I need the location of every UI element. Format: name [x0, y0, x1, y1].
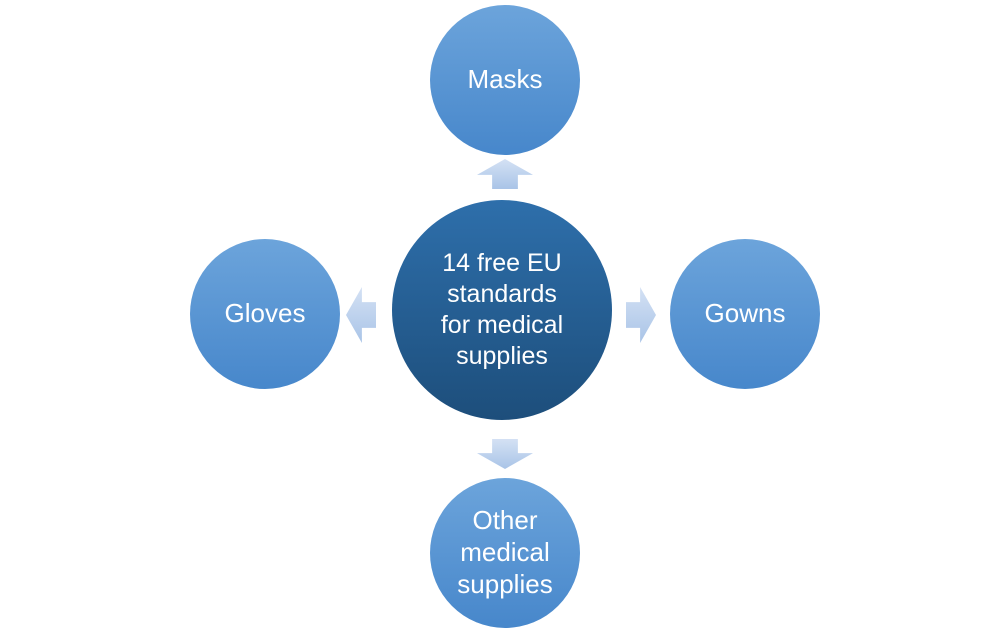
- satellite-node-gowns: Gowns: [670, 239, 820, 389]
- satellite-label-line: supplies: [457, 568, 553, 599]
- arrow-left-icon: [346, 287, 376, 343]
- satellite-node-other-medical-supplies: Other medical supplies: [430, 478, 580, 628]
- satellite-node-other-medical-supplies-label: Other medical supplies: [457, 505, 552, 600]
- center-node-label-line: standards: [447, 279, 557, 308]
- arrow-down-icon: [477, 439, 533, 469]
- center-node: 14 free EU standards for medical supplie…: [392, 200, 612, 420]
- satellite-node-masks: Masks: [430, 5, 580, 155]
- center-node-label-line: for medical: [440, 311, 564, 339]
- satellite-label-line: Other: [472, 505, 538, 536]
- satellite-node-gloves: Gloves: [190, 239, 340, 389]
- center-node-label: 14 free EU standards for medical supplie…: [441, 248, 563, 373]
- arrow-right-icon: [626, 287, 656, 343]
- center-node-label-line: 14 free EU: [442, 248, 562, 277]
- satellite-label-line: medical: [460, 537, 550, 568]
- satellite-node-masks-label: Masks: [467, 64, 543, 95]
- center-node-label-line: supplies: [456, 342, 548, 371]
- satellite-node-gowns-label: Gowns: [704, 298, 786, 329]
- satellite-node-gloves-label: Gloves: [224, 298, 306, 329]
- arrow-up-icon: [477, 159, 533, 189]
